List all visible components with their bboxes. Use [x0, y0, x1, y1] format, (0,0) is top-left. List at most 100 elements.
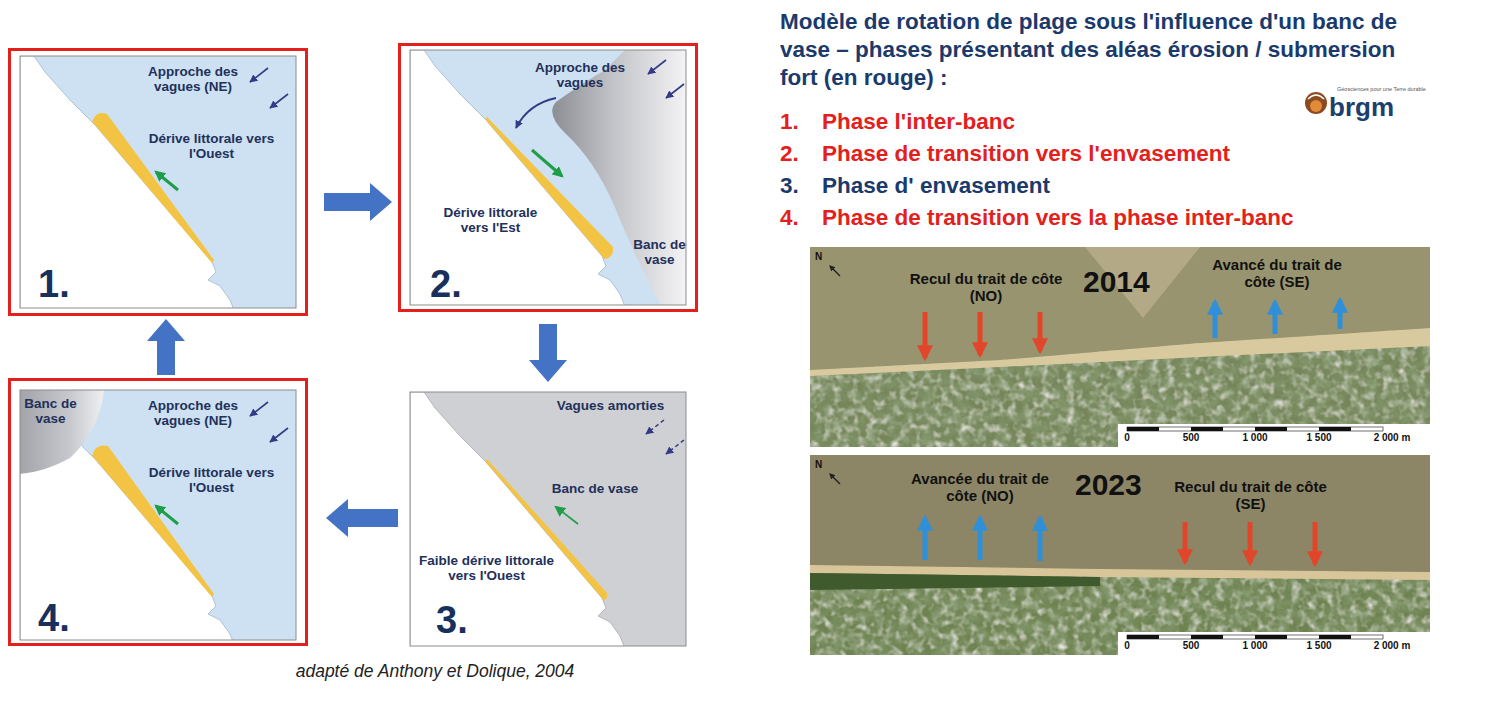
phase-panel: Vagues amortiesBanc de vaseFaible dérive…: [410, 392, 687, 646]
sea: [810, 455, 1430, 572]
cycle-arrow: [324, 183, 392, 221]
list-item: Phase d' envasement: [822, 172, 1442, 200]
advance-arrow: [1273, 302, 1278, 334]
phase-map: [410, 50, 686, 305]
scale-bar: [1319, 427, 1351, 431]
scale-number: 1 000: [1230, 432, 1280, 444]
wave-arrow: [270, 94, 288, 108]
retreat-arrow: [1313, 522, 1318, 564]
scale-number: 500: [1166, 432, 1216, 444]
wave-arrow: [666, 84, 684, 98]
phase-panel: Approche des vagues (NE) Dérive littorale…: [8, 48, 308, 316]
cycle-arrow: [147, 319, 185, 375]
title: Modèle de rotation de plage sous l'influ…: [780, 8, 1420, 92]
scale-number: 0: [1102, 432, 1152, 444]
phase-number: 1.: [38, 262, 98, 306]
north-arrow: [830, 474, 840, 484]
scale-bar: [1319, 635, 1351, 639]
wave-arrow: [270, 428, 288, 442]
advance-arrow: [923, 518, 928, 560]
phase-map: [410, 392, 686, 646]
scale-bar: [1127, 427, 1383, 431]
scale-bar: [1255, 635, 1287, 639]
scale-number: 0: [1102, 640, 1152, 652]
north-arrow: [830, 266, 840, 276]
list-number: 1.: [780, 108, 820, 136]
scale-box: [1118, 632, 1430, 655]
scale-bar: [1255, 427, 1287, 431]
aerial-photo-2023: [810, 455, 1430, 655]
caption: adapté de Anthony et Dolique, 2004: [250, 661, 620, 682]
panel-text: Banc de vase: [545, 481, 645, 496]
logo-icon: [1308, 95, 1324, 99]
panel-text: Banc de vase: [633, 237, 686, 267]
panel-text: Approche des vagues: [530, 60, 630, 90]
phase-number: 2.: [430, 262, 490, 306]
north-label: N: [815, 459, 829, 471]
panel-text: Vagues amorties: [548, 398, 673, 413]
list-number: 3.: [780, 172, 820, 200]
scale-box: [1118, 424, 1430, 447]
scale-number: 1 500: [1294, 432, 1344, 444]
wave-arrow: [516, 98, 556, 128]
retreat-arrow: [1183, 522, 1188, 562]
damped-wave-arrow: [666, 440, 684, 454]
damped-wave-arrow: [646, 420, 664, 434]
retreat-arrow: [978, 312, 983, 355]
photo-annotation: Recul du trait de côte (SE): [1168, 478, 1333, 512]
list-item: Phase de transition vers l'envasement: [822, 140, 1442, 168]
wave-arrow: [250, 402, 268, 416]
north-label: N: [815, 251, 829, 263]
scale-bar: [1127, 635, 1159, 639]
scale-number: 500: [1166, 640, 1216, 652]
list-item: Phase de transition vers la phase inter-…: [822, 204, 1462, 232]
scale-bar: [1191, 635, 1223, 639]
retreat-arrow: [1038, 312, 1043, 351]
map-border: [20, 56, 296, 308]
drift-arrow: [532, 150, 562, 176]
drift-arrow: [156, 506, 178, 524]
phase-panel: Approche des vaguesDérive littorale vers…: [398, 43, 698, 312]
panel-text: Banc de vase: [24, 396, 77, 426]
panel-text: Dérive littorale vers l'Est: [438, 205, 543, 235]
wave-arrow: [250, 68, 268, 82]
land: [410, 392, 628, 646]
phase-number: 3.: [436, 598, 496, 642]
scale-number: 2 000 m: [1367, 432, 1417, 444]
map-border: [410, 50, 686, 305]
logo-icon: [1310, 100, 1322, 112]
panel-text: Approche des vagues (NE): [143, 398, 243, 428]
panel-text: Dérive littorale vers l'Ouest: [144, 131, 279, 161]
scale-number: 1 000: [1230, 640, 1280, 652]
scale-bar: [1191, 427, 1223, 431]
phase-map: [20, 56, 296, 308]
photo-annotation: Recul du trait de côte (NO): [896, 270, 1076, 304]
map-border: [20, 390, 296, 640]
cycle-arrow: [326, 499, 398, 537]
advance-arrow: [1213, 302, 1218, 338]
retreat-arrow: [923, 312, 928, 358]
panel-text: Approche des vagues (NE): [143, 64, 243, 94]
scale-number: 2 000 m: [1367, 640, 1417, 652]
panel-text: Dérive littorale vers l'Ouest: [144, 465, 279, 495]
vegetation: [810, 573, 1100, 590]
logo-icon: [1305, 92, 1327, 114]
year-label: 2023: [1075, 468, 1165, 502]
cycle-arrow: [529, 324, 567, 382]
year-label: 2014: [1083, 265, 1173, 299]
brgm-logo: [1305, 92, 1327, 114]
advance-arrow: [978, 518, 983, 560]
phase-panel: Banc de vase Approche des vagues (NE) Déri…: [8, 378, 308, 646]
scale-number: 1 500: [1294, 640, 1344, 652]
phase-number: 4.: [38, 596, 98, 640]
panel-text: Faible dérive littorale vers l'Ouest: [414, 553, 559, 583]
drift-arrow: [556, 507, 578, 524]
aerial-photo: NAvancée du trait de côte (NO)2023Recul …: [810, 455, 1430, 655]
land: [810, 247, 1430, 447]
beach: [810, 328, 1430, 376]
advance-arrow: [1038, 518, 1043, 561]
aerial-photo-2014: [810, 247, 1430, 447]
